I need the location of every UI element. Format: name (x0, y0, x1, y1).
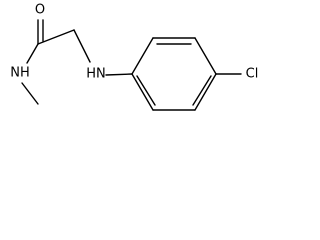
atom-label-chlorine: Cl (246, 67, 259, 82)
bond-amine-n-to-ring (105, 73, 133, 76)
bond-carbonyl-to-amide-n (26, 43, 39, 64)
ring-bond-6 (131, 73, 154, 111)
ring-inner-double-2 (192, 75, 212, 106)
atom-label-amide-nitrogen: NH (10, 66, 30, 81)
bond-amide-n-to-methyl (21, 82, 39, 105)
molecule-diagram: O NH HN Cl (10, 3, 259, 111)
atom-label-amine-nitrogen: HN (86, 67, 106, 82)
atom-label-oxygen: O (35, 3, 45, 18)
ring-inner-double-3 (136, 75, 156, 106)
bond-ch2-to-amine-n (73, 29, 91, 63)
ring-bond-4 (194, 73, 217, 111)
ring-bond-1 (131, 37, 154, 75)
ring-bond-3 (194, 37, 217, 75)
bond-carbonyl-to-ch2 (37, 29, 75, 45)
